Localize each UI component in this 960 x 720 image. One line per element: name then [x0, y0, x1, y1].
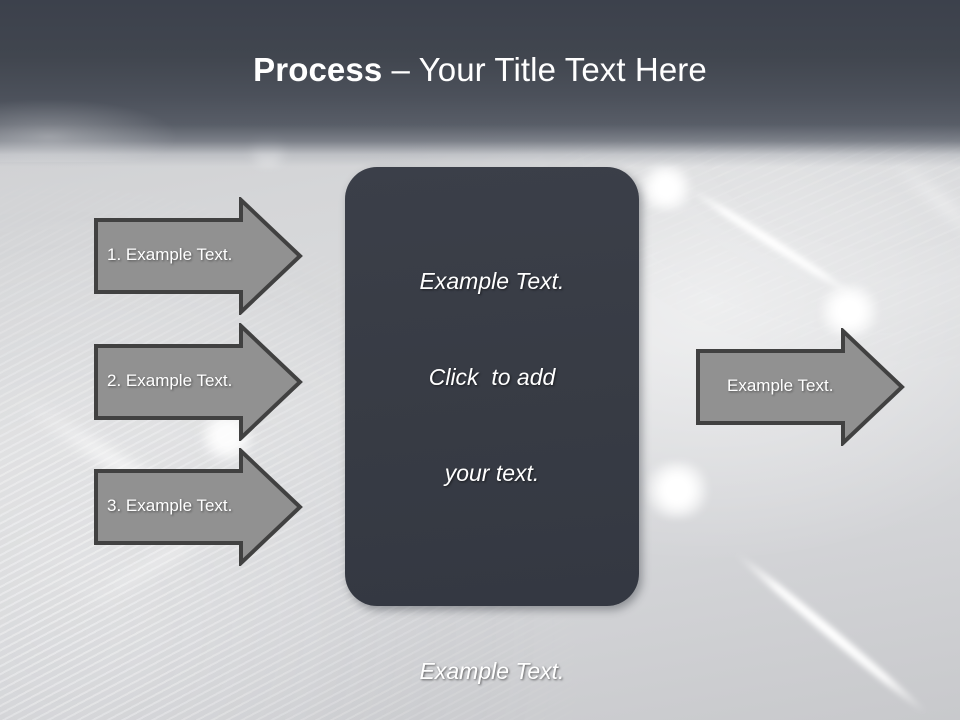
- output-arrow[interactable]: Example Text.: [695, 328, 905, 446]
- input-arrow-1-label: 1. Example Text.: [107, 245, 233, 264]
- page-title-rest: – Your Title Text Here: [382, 51, 707, 88]
- title-band: [0, 0, 960, 168]
- input-arrow-2[interactable]: 2. Example Text.: [93, 323, 303, 441]
- process-panel-block-2: Example Text. Click to add your text.: [345, 591, 639, 720]
- process-panel-block-2-line-1: Example Text.: [419, 658, 565, 684]
- right-arrow-icon: [94, 448, 303, 566]
- process-panel-block-1: Example Text. Click to add your text.: [345, 201, 639, 553]
- page-title: Process – Your Title Text Here: [0, 50, 960, 90]
- process-panel-block-1-line-1: Example Text.: [419, 268, 565, 294]
- page-title-emphasis: Process: [253, 51, 383, 88]
- right-arrow-icon: [94, 197, 303, 315]
- process-panel[interactable]: Example Text. Click to add your text. Ex…: [345, 167, 639, 684]
- input-arrow-1[interactable]: 1. Example Text.: [93, 197, 303, 315]
- right-arrow-icon: [94, 323, 303, 441]
- input-arrow-3-label: 3. Example Text.: [107, 496, 233, 515]
- process-panel-block-1-line-3: your text.: [444, 460, 540, 486]
- output-arrow-label: Example Text.: [727, 376, 834, 395]
- input-arrow-3[interactable]: 3. Example Text.: [93, 448, 303, 566]
- input-arrow-2-label: 2. Example Text.: [107, 371, 233, 390]
- process-panel-block-1-line-2: Click to add: [428, 364, 556, 390]
- right-arrow-icon: [696, 328, 905, 446]
